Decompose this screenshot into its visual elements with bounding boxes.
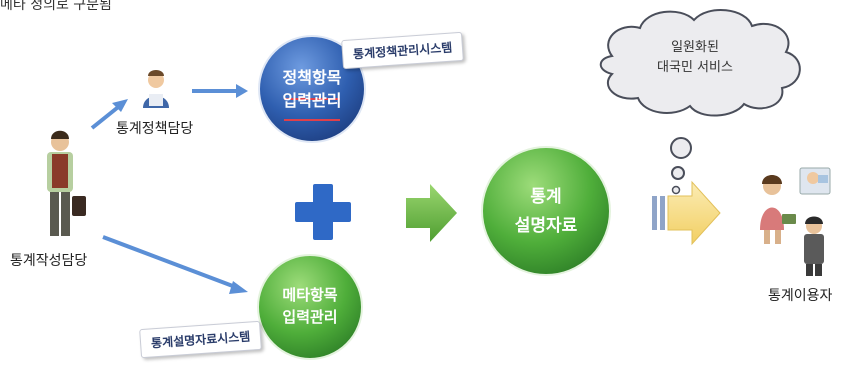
users-avatar-group <box>760 167 831 276</box>
top-caption: 메타 정의로 구분됨 <box>0 0 112 13</box>
meta-items-text: 메타항목 입력관리 <box>260 285 360 329</box>
explanation-text: 통계 설명자료 <box>486 183 606 241</box>
policy-items-text: 정책항목 입력관리 <box>262 66 362 112</box>
explanation-line1: 통계 <box>530 187 562 207</box>
yellow-arrow-icon <box>652 180 721 246</box>
cloud-line1: 일원화된 <box>671 40 719 55</box>
meta-items-line1: 메타항목 <box>282 286 338 304</box>
producer-label: 통계작성담당 <box>10 253 88 269</box>
arrow-policy-manager-to-policy-circle <box>192 84 248 98</box>
users-label: 통계이용자 <box>768 288 833 304</box>
explanation-circle <box>481 146 611 276</box>
policy-manager-avatar <box>143 70 169 108</box>
cloud-shape <box>599 8 801 195</box>
plus-icon <box>295 184 351 240</box>
policy-manager-label: 통계정책담당 <box>116 121 194 137</box>
meta-items-circle <box>257 254 363 360</box>
explanation-line2: 설명자료 <box>514 215 578 236</box>
cloud-text: 일원화된 대국민 서비스 <box>620 38 770 77</box>
policy-items-line1: 정책항목 <box>282 68 342 87</box>
arrow-producer-to-meta-circle <box>102 235 248 294</box>
producer-avatar <box>47 130 86 236</box>
meta-items-line2: 입력관리 <box>282 307 338 326</box>
policy-items-circle <box>258 35 366 143</box>
green-arrow-icon <box>406 184 457 242</box>
policy-items-line2: 입력관리 <box>282 91 342 111</box>
arrow-producer-to-policy-manager <box>90 99 128 130</box>
cloud-line2: 대국민 서비스 <box>657 59 733 75</box>
